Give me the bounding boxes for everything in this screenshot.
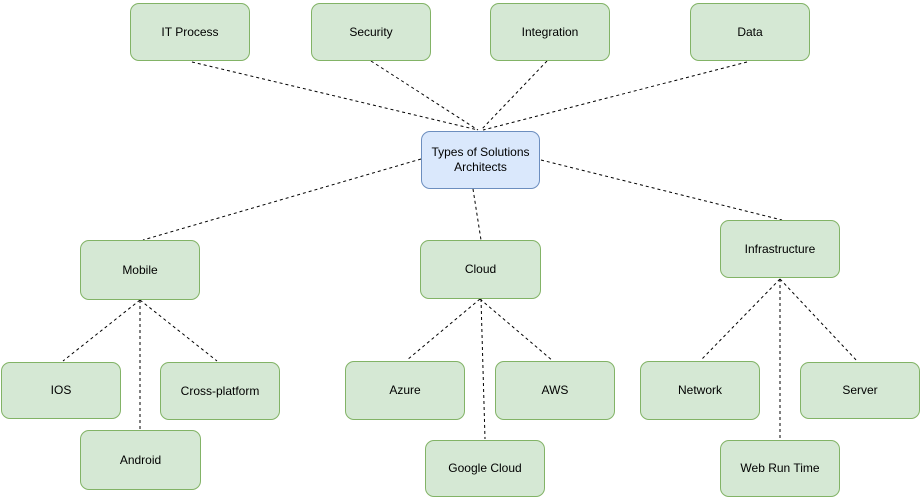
node-label: Data xyxy=(737,24,763,39)
edge-it-process-to-center xyxy=(191,61,479,131)
edge-mobile-to-cross-platform xyxy=(139,299,218,362)
node-cloud[interactable]: Cloud xyxy=(420,240,541,299)
node-label: Server xyxy=(842,383,878,397)
edge-center-to-infrastructure xyxy=(540,159,783,221)
node-web-run-time[interactable]: Web Run Time xyxy=(720,440,840,497)
edge-security-to-center xyxy=(370,60,479,131)
edge-center-to-cloud xyxy=(472,188,482,241)
node-infrastructure[interactable]: Infrastructure xyxy=(720,220,840,278)
node-google-cloud[interactable]: Google Cloud xyxy=(425,440,545,497)
edge-cloud-to-google-cloud xyxy=(480,298,486,440)
node-label: Infrastructure xyxy=(744,241,816,256)
node-security[interactable]: Security xyxy=(311,3,431,61)
node-label: Security xyxy=(349,24,393,39)
node-azure[interactable]: Azure xyxy=(345,361,465,420)
node-label: Cross-platform xyxy=(180,383,260,398)
node-label: Integration xyxy=(521,24,579,39)
node-label: Mobile xyxy=(122,262,158,277)
node-label: IT Process xyxy=(161,24,219,39)
node-types-of-solutions-architects[interactable]: Types of Solutions Architects xyxy=(421,131,540,189)
node-label: Google Cloud xyxy=(448,461,522,475)
node-label: Types of Solutions Architects xyxy=(431,145,530,174)
node-android[interactable]: Android xyxy=(80,430,201,490)
node-network[interactable]: Network xyxy=(640,361,760,420)
edge-cloud-to-azure xyxy=(406,298,481,361)
node-label: Android xyxy=(119,452,162,467)
node-integration[interactable]: Integration xyxy=(490,3,610,61)
node-label: Network xyxy=(677,383,722,397)
node-label: AWS xyxy=(541,383,569,397)
node-server[interactable]: Server xyxy=(800,362,920,419)
node-ios[interactable]: IOS xyxy=(1,362,121,419)
edge-infrastructure-to-network xyxy=(700,278,781,361)
node-it-process[interactable]: IT Process xyxy=(130,3,250,61)
edge-cloud-to-aws xyxy=(479,298,554,362)
node-label: Web Run Time xyxy=(740,461,820,475)
node-aws[interactable]: AWS xyxy=(495,361,615,420)
node-data[interactable]: Data xyxy=(690,3,810,61)
node-cross-platform[interactable]: Cross-platform xyxy=(160,362,280,420)
node-label: IOS xyxy=(50,383,72,397)
edge-data-to-center xyxy=(482,61,748,131)
node-label: Azure xyxy=(389,383,421,397)
node-label: Cloud xyxy=(464,262,497,276)
node-mobile[interactable]: Mobile xyxy=(80,240,200,300)
edge-infrastructure-to-server xyxy=(779,278,859,363)
edge-integration-to-center xyxy=(480,60,548,131)
edge-center-to-mobile xyxy=(142,158,422,241)
edge-mobile-to-ios xyxy=(62,299,141,362)
